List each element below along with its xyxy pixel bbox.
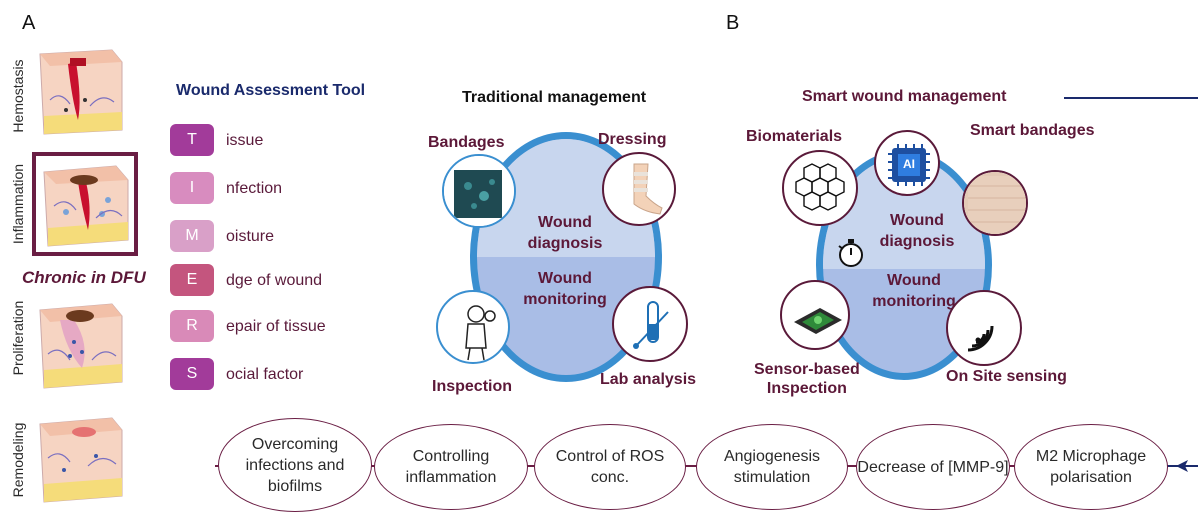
- smart-bandages-label: Smart bandages: [970, 122, 1095, 139]
- time-text-i: nfection: [226, 180, 283, 197]
- smart-bandage-image: [962, 170, 1028, 236]
- panel-b-label: B: [726, 12, 740, 34]
- inflammation-skin-illustration: [43, 165, 129, 247]
- biomaterials-image: [782, 150, 858, 226]
- chronic-in-dfu-label: Chronic in DFU: [22, 268, 146, 287]
- on-site-sensing-label: On Site sensing: [946, 368, 1067, 385]
- dressing-image: [602, 152, 676, 226]
- bandages-image: [442, 154, 516, 228]
- hexagon-lattice-icon: [795, 163, 845, 211]
- bandages-label: Bandages: [428, 134, 505, 151]
- time-tile-r: R: [170, 310, 214, 342]
- ai-chip-text: AI: [903, 157, 915, 171]
- stopwatch-icon: [838, 239, 863, 267]
- strategy-overcoming-infections: Overcoming infections and biofilms: [218, 418, 372, 512]
- time-tile-s: S: [170, 358, 214, 390]
- on-site-sensing-image: [946, 290, 1022, 366]
- dressing-label: Dressing: [598, 131, 667, 148]
- smart-wound-diagnosis: Wound diagnosis: [879, 212, 955, 250]
- smart-wound-monitoring: Wound monitoring: [872, 272, 956, 310]
- strategy-connector-line: [215, 465, 1165, 467]
- strategy-ros-control: Control of ROS conc.: [534, 424, 686, 510]
- inspection-label: Inspection: [432, 378, 513, 395]
- sensor-label-line2: Inspection: [766, 380, 847, 397]
- time-text-r: epair of tissue: [226, 318, 326, 335]
- sensor-label-line1: Sensor-based: [754, 361, 860, 378]
- wireless-signal-icon: [967, 325, 994, 352]
- time-text-e: dge of wound: [226, 272, 323, 289]
- hemostasis-skin-illustration: [39, 49, 123, 135]
- proliferation-skin-illustration: [39, 303, 123, 389]
- lab-analysis-image: [612, 286, 688, 362]
- smart-title-rule: [1064, 97, 1198, 99]
- wound-assessment-tool-title: Wound Assessment Tool: [176, 82, 366, 99]
- stage-label-remodeling: Remodeling: [10, 422, 26, 498]
- ai-chip-image: AI: [874, 130, 940, 196]
- lab-analysis-label: Lab analysis: [600, 371, 697, 388]
- arrow-left-icon: [1176, 460, 1188, 472]
- sensor-inspection-image: [780, 280, 850, 350]
- time-tile-m: M: [170, 220, 214, 252]
- stage-label-inflammation: Inflammation: [10, 163, 26, 245]
- traditional-wound-monitoring: Wound monitoring: [523, 270, 607, 308]
- remodeling-skin-illustration: [39, 417, 123, 503]
- inspection-image: [436, 290, 510, 364]
- inflammation-highlight-frame: [32, 152, 138, 256]
- stage-label-proliferation: Proliferation: [10, 300, 26, 376]
- sensor-based-inspection-label: Sensor-based Inspection: [754, 360, 860, 398]
- traditional-wound-diagnosis: Wound diagnosis: [527, 214, 603, 252]
- time-tile-i: I: [170, 172, 214, 204]
- time-text-m: oisture: [226, 228, 275, 245]
- strategy-angiogenesis: Angiogenesis stimulation: [696, 424, 848, 510]
- time-tile-e: E: [170, 264, 214, 296]
- biomaterials-label: Biomaterials: [746, 128, 843, 145]
- time-text-s: ocial factor: [226, 366, 304, 383]
- time-tile-t: T: [170, 124, 214, 156]
- strategy-mmp9-decrease: Decrease of [MMP-9]: [856, 424, 1010, 510]
- panel-a-label: A: [22, 12, 36, 34]
- time-text-t: issue: [226, 132, 264, 149]
- stage-label-hemostasis: Hemostasis: [10, 59, 26, 133]
- strategy-m2-polarisation: M2 Microphage polarisation: [1014, 424, 1168, 510]
- traditional-management-title: Traditional management: [462, 89, 647, 106]
- strategy-controlling-inflammation: Controlling inflammation: [374, 424, 528, 510]
- smart-wound-management-title: Smart wound management: [802, 88, 1007, 105]
